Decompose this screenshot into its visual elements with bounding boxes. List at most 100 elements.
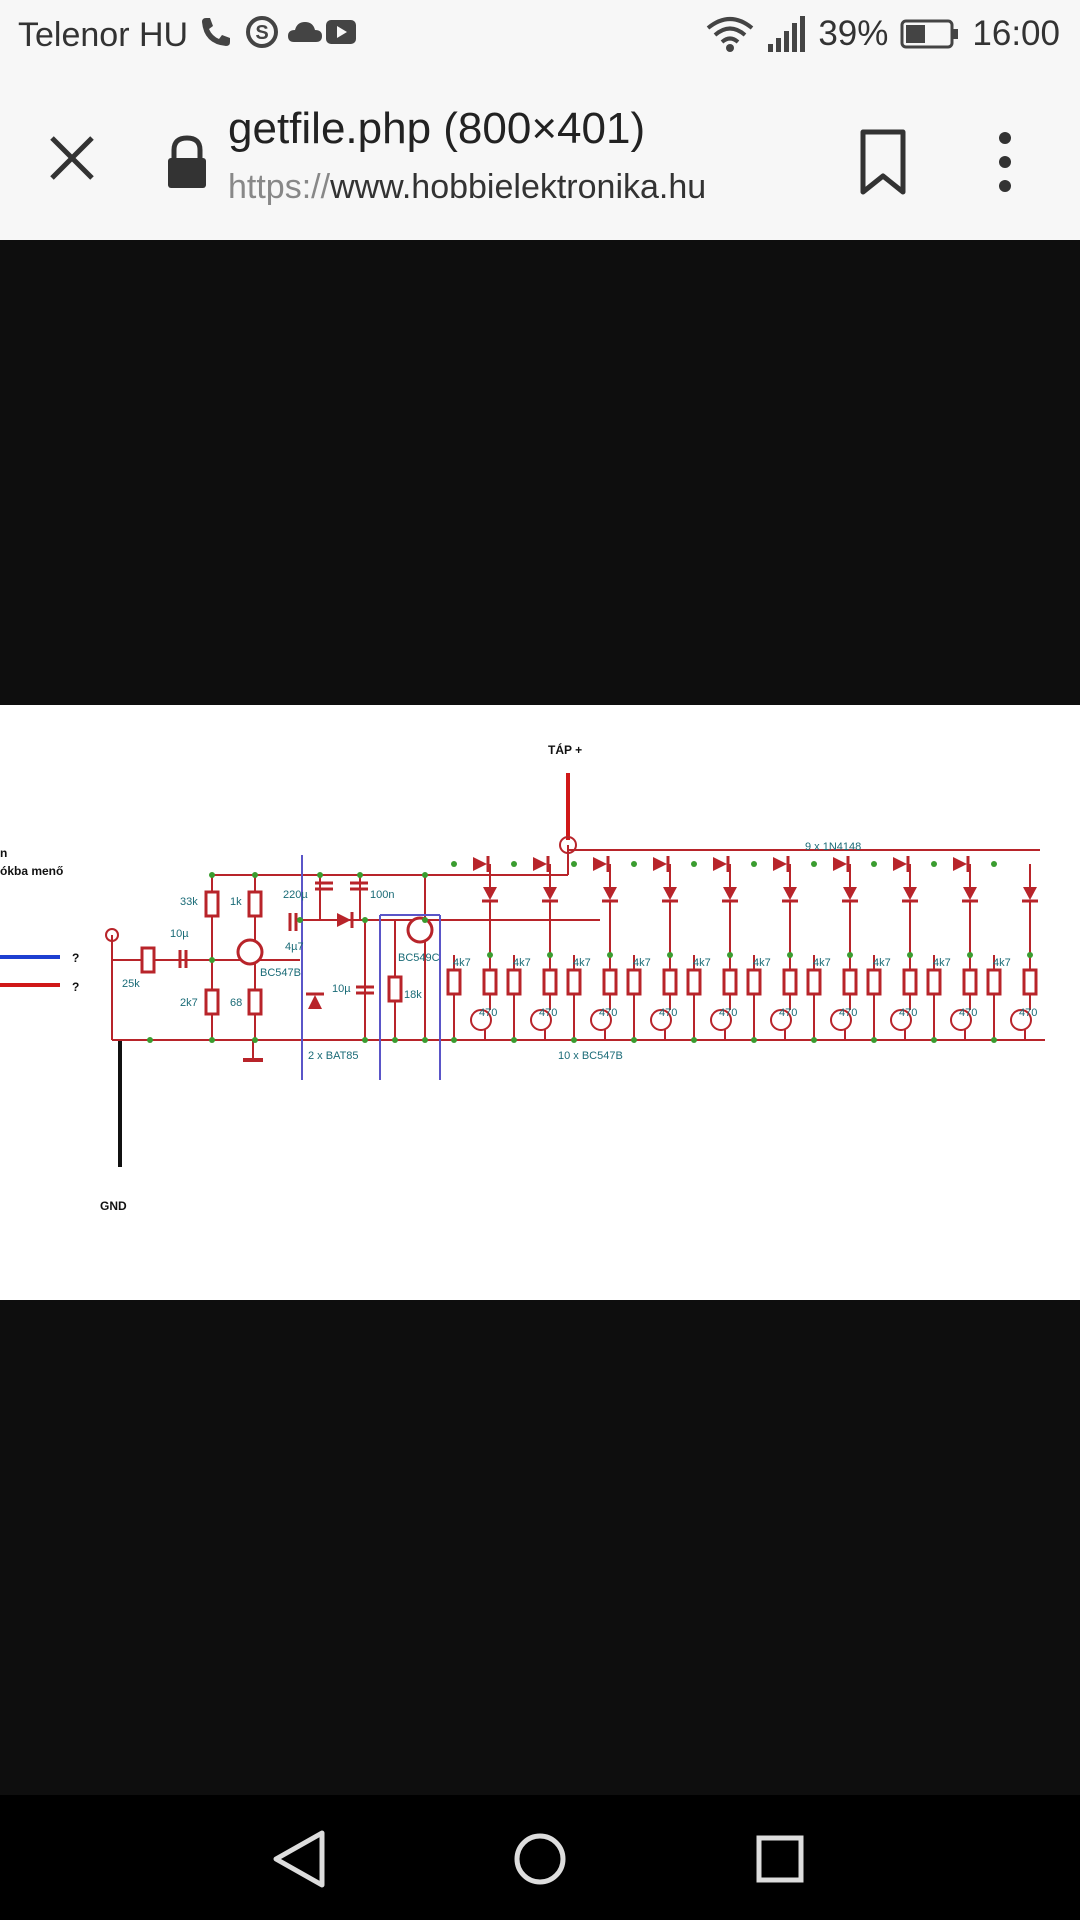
node [317,872,323,878]
resistor-4k7 [446,968,462,996]
schematic-image[interactable]: TÁP + n ókba menő ? ? GND [0,705,1080,1300]
transistor [770,1009,792,1031]
youtube-icon [326,20,356,44]
lock-icon[interactable] [162,132,212,192]
label-4k7: 4k7 [573,957,591,969]
label-470: 470 [659,1007,677,1019]
node [392,1037,398,1043]
tap-plus-label: TÁP + [548,742,582,757]
resistor [1022,968,1038,996]
transistor [710,1009,732,1031]
resistor [542,968,558,996]
label-1k: 1k [230,896,242,908]
label-220u: 220µ [283,889,308,901]
label-4k7: 4k7 [933,957,951,969]
left-label-1: n [0,846,7,860]
series-diode [773,857,787,871]
node [209,957,215,963]
node [252,1037,258,1043]
label-18k: 18k [404,989,422,1001]
node [252,872,258,878]
series-diode [593,857,607,871]
back-button[interactable] [258,1823,338,1895]
node [871,1037,877,1043]
node [571,861,577,867]
recents-button[interactable] [740,1823,820,1895]
page-url[interactable]: https://www.hobbielektronika.hu [228,168,706,207]
navigation-bar [0,1795,1080,1920]
bookmark-button[interactable] [855,128,911,196]
resistor-4k7 [566,968,582,996]
series-diode [653,857,667,871]
page-title: getfile.php (800×401) [228,104,646,153]
resistor-4k7 [746,968,762,996]
resistor [962,968,978,996]
resistor [782,968,798,996]
led [903,887,917,900]
transistor [830,1009,852,1031]
resistor [662,968,678,996]
status-bar: Telenor HU S 39% 16:00 [0,0,1080,72]
node [1027,952,1033,958]
transistor [530,1009,552,1031]
label-bc547b-array: 10 x BC547B [558,1050,623,1062]
node [931,861,937,867]
custom-tab-toolbar: getfile.php (800×401) https://www.hobbie… [0,72,1080,240]
label-470: 470 [599,1007,617,1019]
node [751,861,757,867]
circuit-schematic: TÁP + n ókba menő ? ? GND [0,742,1045,1213]
led [603,887,617,900]
resistor-4k7 [686,968,702,996]
resistor-4k7 [986,968,1002,996]
question-mark-2: ? [72,980,79,994]
label-470: 470 [719,1007,737,1019]
label-4k7: 4k7 [693,957,711,969]
node [362,1037,368,1043]
label-1n4148: 9 x 1N4148 [805,841,861,853]
battery-percent: 39% [818,14,889,53]
node [691,1037,697,1043]
node [847,952,853,958]
node [209,872,215,878]
led [1023,887,1037,900]
resistor [602,968,618,996]
node [931,1037,937,1043]
node [691,861,697,867]
home-button[interactable] [500,1823,580,1895]
label-25k: 25k [122,978,140,990]
status-right: 39% 16:00 [706,14,1060,54]
node [147,1037,153,1043]
label-bat85: 2 x BAT85 [308,1050,359,1062]
label-470: 470 [899,1007,917,1019]
node [451,1037,457,1043]
node [631,1037,637,1043]
node [811,861,817,867]
close-button[interactable] [36,122,108,194]
node [607,952,613,958]
transistor [650,1009,672,1031]
question-mark-1: ? [72,951,79,965]
node [362,917,368,923]
label-470: 470 [479,1007,497,1019]
node [811,1037,817,1043]
svg-text:S: S [255,22,268,44]
node [871,861,877,867]
label-470: 470 [1019,1007,1037,1019]
label-4k7: 4k7 [513,957,531,969]
overflow-menu-button[interactable] [985,122,1025,202]
url-host: www.hobbielektronika.hu [330,168,707,206]
gnd-label: GND [100,1199,127,1213]
home-icon [514,1833,566,1885]
url-scheme: https:// [228,168,331,206]
resistor [482,968,498,996]
left-label-2: ókba menő [0,864,63,878]
label-4k7: 4k7 [873,957,891,969]
label-4u7: 4µ7 [285,941,304,953]
label-470: 470 [959,1007,977,1019]
label-4k7: 4k7 [813,957,831,969]
node [571,1037,577,1043]
resistor-4k7 [806,968,822,996]
back-icon [273,1830,325,1888]
battery-icon [900,19,959,49]
bookmark-icon [860,129,906,195]
